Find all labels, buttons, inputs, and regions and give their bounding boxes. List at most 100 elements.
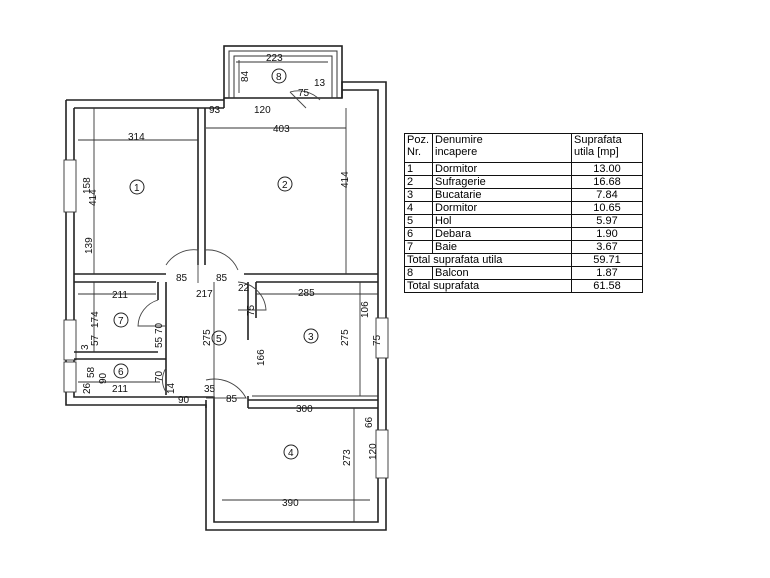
dim-r2-width: 403 [273,124,290,135]
legend-nr: 6 [404,227,433,241]
dim-r7-3: 3 [80,344,91,350]
dim-r7-70: 70 [154,322,165,334]
legend-total-util-label: Total suprafata utila [404,253,572,267]
dim-hall-275: 275 [202,329,213,346]
header-name-line1: Denumire [435,134,483,146]
legend-room-name: Dormitor [432,201,572,215]
legend-area: 7.84 [571,188,643,202]
dim-hall-35: 35 [204,384,216,395]
room-marker-3: 3 [303,328,319,344]
dim-balcony-side: 13 [314,78,326,89]
dim-r6-26: 26 [82,382,93,394]
legend-row: 4 Dormitor 10.65 [404,201,643,215]
legend-balcony-row: 8 Balcon 1.87 [404,266,643,280]
legend-area: 10.65 [571,201,643,215]
svg-text:3: 3 [308,332,314,343]
svg-text:5: 5 [216,334,222,345]
legend-row: 6 Debara 1.90 [404,227,643,241]
legend-room-name: Bucatarie [432,188,572,202]
legend-header-area: Suprafata utila [mp] [571,133,643,163]
legend-area: 16.68 [571,175,643,189]
room-marker-4: 4 [283,444,299,460]
dim-hall-85-left: 85 [176,273,188,284]
legend-area: 3.67 [571,240,643,254]
dim-r4-120: 120 [368,443,379,460]
dim-r7-width: 211 [112,290,128,301]
dim-r2-height: 414 [340,171,351,188]
legend-area: 5.97 [571,214,643,228]
interior-walls [74,108,378,409]
dimension-lines [78,108,378,522]
dim-r3-75: 75 [372,334,383,346]
legend-row: 7 Baie 3.67 [404,240,643,254]
header-poz-line2: Nr. [407,146,422,158]
legend-nr: 2 [404,175,433,189]
dim-top-120: 120 [254,105,271,116]
area-legend-table: Poz. Nr. Denumire incapere Suprafata uti… [404,133,643,293]
dim-r1-width: 314 [128,132,145,143]
dim-r4-bottom: 390 [282,498,299,509]
dim-r6-58: 58 [86,366,97,378]
legend-room-name: Dormitor [432,162,572,176]
legend-header-poz: Poz. Nr. [404,133,433,163]
room-marker-7: 7 [113,312,129,328]
dim-balcony-depth: 84 [240,70,251,82]
room-marker-5: 5 [211,330,227,346]
dim-hall-90: 90 [178,395,190,406]
legend-room-name: Baie [432,240,572,254]
svg-text:8: 8 [276,72,282,83]
dim-r3-width: 285 [298,288,315,299]
dim-r6-70: 70 [154,370,165,382]
legend-row: 1 Dormitor 13.00 [404,162,643,176]
dim-r6-14: 14 [166,382,177,394]
dim-hall-85-right: 85 [216,273,228,284]
room-marker-6: 6 [113,363,129,379]
outer-walls [63,81,389,531]
dim-r3-106: 106 [360,301,371,318]
dim-r4-height: 273 [342,449,353,466]
room-marker-1: 1 [129,179,145,195]
dim-win-139: 139 [84,237,95,254]
legend-total-util-value: 59.71 [571,253,643,267]
room-marker-2: 2 [277,176,293,192]
svg-text:7: 7 [118,316,124,327]
svg-text:2: 2 [282,180,288,191]
dim-hall-75: 75 [246,304,257,316]
legend-area: 1.90 [571,227,643,241]
doors [137,90,321,399]
legend-header-row: Poz. Nr. Denumire incapere Suprafata uti… [404,133,643,163]
dimension-texts: 223 84 13 75 93 120 314 403 414 414 158 … [80,53,383,509]
legend-nr: 1 [404,162,433,176]
dim-r4-width: 300 [296,404,313,415]
header-area-line1: Suprafata [574,134,622,146]
legend-room-name: Sufragerie [432,175,572,189]
legend-nr: 7 [404,240,433,254]
legend-room-name: Balcon [432,266,572,280]
legend-row: 3 Bucatarie 7.84 [404,188,643,202]
legend-room-name: Debara [432,227,572,241]
dim-r6-211: 211 [112,384,128,395]
dim-r4-66: 66 [364,416,375,428]
svg-text:6: 6 [118,367,124,378]
header-poz-line1: Poz. [407,134,430,146]
dim-hall-22: 22 [238,283,250,294]
header-area-line2: utila [mp] [574,146,619,158]
dim-top-93: 93 [209,105,221,116]
header-name-line2: incapere [435,146,478,158]
legend-area: 1.87 [571,266,643,280]
legend-nr: 3 [404,188,433,202]
balcony [223,45,343,99]
legend-row: 2 Sufragerie 16.68 [404,175,643,189]
svg-text:1: 1 [134,183,140,194]
dim-r7-57: 57 [90,334,101,346]
svg-text:4: 4 [288,448,294,459]
legend-total-row: Total suprafata 61.58 [404,279,643,293]
dim-r7-174: 174 [90,311,101,328]
dim-balcony-width: 223 [266,53,283,64]
dim-hall-85-bottom: 85 [226,394,238,405]
dim-hall-217: 217 [196,289,213,300]
dim-win-158: 158 [82,177,93,194]
legend-area: 13.00 [571,162,643,176]
legend-nr: 8 [404,266,433,280]
